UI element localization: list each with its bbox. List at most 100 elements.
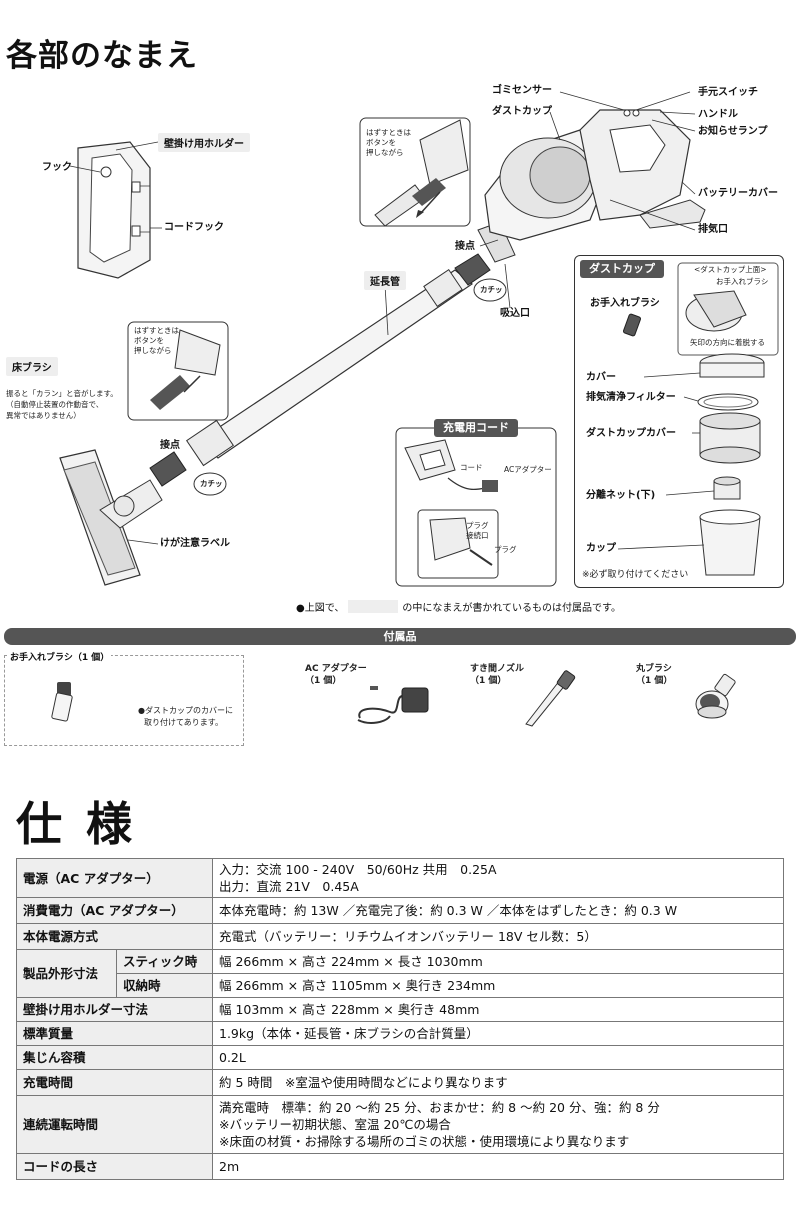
spec-value: 0.2L <box>212 1045 784 1070</box>
label-notify-lamp: お知らせランプ <box>698 126 768 137</box>
label-dust-cup: ダストカップ <box>492 106 552 117</box>
label-hook: フック <box>42 162 72 173</box>
label-care-brush: お手入れブラシ <box>590 298 660 309</box>
spec-key: コードの長さ <box>16 1153 213 1180</box>
spec-value: 2m <box>212 1153 784 1180</box>
care-brush-note-2: 取り付けてあります。 <box>144 718 223 727</box>
release-text-top-3: 押しながら <box>366 148 404 157</box>
label-connect-floor: 接点 <box>160 440 180 451</box>
label-hand-switch: 手元スイッチ <box>698 87 758 98</box>
accessories-header: 付属品 <box>4 628 796 645</box>
spec-title: 仕 様 <box>16 797 137 851</box>
note-prefix: ●上図で、 <box>296 603 345 614</box>
dust-cup-panel-header: ダストカップ <box>580 260 664 278</box>
label-separator-net: 分離ネット(下) <box>586 490 656 501</box>
label-plug-port-1: プラグ <box>466 521 489 530</box>
crevice-nozzle-icon <box>525 670 576 727</box>
release-text-mid-1: はずすときは <box>134 326 179 335</box>
ac-adapter-icon <box>357 686 429 724</box>
table-row: 充電時間 約 5 時間 ※室温や使用時間などにより異なります <box>16 1069 784 1096</box>
spec-value: 幅 266mm × 高さ 1105mm × 奥行き 234mm <box>212 973 784 998</box>
spec-key: 壁掛け用ホルダー寸法 <box>16 997 213 1022</box>
label-extension-pipe: 延長管 <box>364 271 406 290</box>
floor-brush-note-2: （自動停止装置の作動音で、 <box>6 400 104 409</box>
table-row: 標準質量 1.9kg（本体・延長管・床ブラシの合計質量） <box>16 1021 784 1046</box>
label-cord: コード <box>460 463 483 472</box>
vacuum-diagram <box>59 91 706 587</box>
spec-key: 標準質量 <box>16 1021 213 1046</box>
label-cord-hook: コードフック <box>164 222 224 233</box>
floor-brush-note-1: 振ると「カラン」と音がします。 <box>6 389 118 398</box>
label-wall-holder: 壁掛け用ホルダー <box>158 133 250 152</box>
spec-value: 本体充電時：約 13W ／充電完了後：約 0.3 W ／本体をはずしたとき：約 … <box>212 897 784 924</box>
label-plug-port-2: 接続口 <box>466 531 489 540</box>
table-row: 電源（AC アダプター） 入力：交流 100 - 240V 50/60Hz 共用… <box>16 858 784 898</box>
label-dust-cup-top: <ダストカップ上面> <box>694 265 767 274</box>
charge-cord-header: 充電用コード <box>434 419 518 437</box>
spec-subkey: 収納時 <box>116 973 213 998</box>
label-dust-cup-cover: ダストカップカバー <box>586 428 676 439</box>
spec-value: 充電式（バッテリー：リチウムイオンバッテリー 18V セル数：5） <box>212 923 784 950</box>
release-text-mid-3: 押しながら <box>134 346 172 355</box>
spec-key: 連続運転時間 <box>16 1095 213 1154</box>
spec-value: 満充電時 標準：約 20 〜約 25 分、おまかせ：約 8 〜約 20 分、強：… <box>212 1095 784 1154</box>
table-row: 集じん容積 0.2L <box>16 1045 784 1070</box>
note-swatch <box>348 600 399 613</box>
label-ac-adapter-small: ACアダプター <box>504 465 552 474</box>
label-battery-cover: バッテリーカバー <box>698 188 778 199</box>
spec-value: 幅 266mm × 高さ 224mm × 長さ 1030mm <box>212 949 784 974</box>
table-row: 本体電源方式 充電式（バッテリー：リチウムイオンバッテリー 18V セル数：5） <box>16 923 784 950</box>
page-title: 各部のなまえ <box>6 38 198 74</box>
label-cup: カップ <box>586 543 616 554</box>
care-brush-title: お手入れブラシ（1 個） <box>8 650 112 663</box>
table-row: 壁掛け用ホルダー寸法 幅 103mm × 高さ 228mm × 奥行き 48mm <box>16 997 784 1022</box>
spec-value: 幅 103mm × 高さ 228mm × 奥行き 48mm <box>212 997 784 1022</box>
label-click-2: カチッ <box>200 479 223 488</box>
spec-key: 集じん容積 <box>16 1045 213 1070</box>
spec-key: 本体電源方式 <box>16 923 213 950</box>
label-floor-brush: 床ブラシ <box>6 357 58 376</box>
label-arrow-remove: 矢印の方向に着脱する <box>690 338 765 347</box>
release-text-top-2: ボタンを <box>366 138 396 147</box>
care-brush-note-1: ●ダストカップのカバーに <box>138 706 233 715</box>
table-row: 連続運転時間 満充電時 標準：約 20 〜約 25 分、おまかせ：約 8 〜約 … <box>16 1095 784 1154</box>
label-intake: 吸込口 <box>500 308 530 319</box>
release-text-top-1: はずすときは <box>366 128 411 137</box>
ac-adapter-title-1: AC アダプター <box>305 664 367 674</box>
table-row: 消費電力（AC アダプター） 本体充電時：約 13W ／充電完了後：約 0.3 … <box>16 897 784 924</box>
note-suffix: の中になまえが書かれているものは付属品です。 <box>402 603 622 614</box>
spec-key: 製品外形寸法 <box>16 949 117 998</box>
round-brush-title-1: 丸ブラシ <box>636 664 672 674</box>
accessory-note: ●上図で、 の中になまえが書かれているものは付属品です。 <box>296 599 621 614</box>
ac-adapter-title-2: （1 個） <box>305 676 342 686</box>
label-plug: プラグ <box>494 545 517 554</box>
table-row: コードの長さ 2m <box>16 1153 784 1180</box>
spec-subkey: スティック時 <box>116 949 213 974</box>
label-caution: けが注意ラベル <box>160 538 230 549</box>
round-brush-icon <box>695 673 736 719</box>
label-exhaust: 排気口 <box>698 224 728 235</box>
label-click-1: カチッ <box>480 285 503 294</box>
label-gomi-sensor: ゴミセンサー <box>492 85 552 96</box>
label-handle: ハンドル <box>698 109 738 120</box>
label-connect-main: 接点 <box>455 241 475 252</box>
dust-cup-parts <box>617 262 779 576</box>
floor-brush-note-3: 異常ではありません） <box>6 411 81 420</box>
table-row: 収納時 幅 266mm × 高さ 1105mm × 奥行き 234mm <box>17 973 784 998</box>
spec-value: 約 5 時間 ※室温や使用時間などにより異なります <box>212 1069 784 1096</box>
spec-key: 充電時間 <box>16 1069 213 1096</box>
label-cover: カバー <box>586 372 616 383</box>
spec-key: 電源（AC アダプター） <box>16 858 213 898</box>
label-exhaust-filter: 排気清浄フィルター <box>586 392 676 403</box>
label-care-brush-small: お手入れブラシ <box>716 277 769 286</box>
care-brush-icon <box>51 682 73 722</box>
release-text-mid-2: ボタンを <box>134 336 164 345</box>
crevice-title-1: すき間ノズル <box>470 664 525 674</box>
table-row: 製品外形寸法 スティック時 幅 266mm × 高さ 224mm × 長さ 10… <box>16 949 784 998</box>
spec-value: 1.9kg（本体・延長管・床ブラシの合計質量） <box>212 1021 784 1046</box>
crevice-title-2: （1 個） <box>470 676 507 686</box>
spec-key: 消費電力（AC アダプター） <box>16 897 213 924</box>
label-must-attach: ※必ず取り付けてください <box>582 570 689 580</box>
round-brush-title-2: （1 個） <box>636 676 673 686</box>
